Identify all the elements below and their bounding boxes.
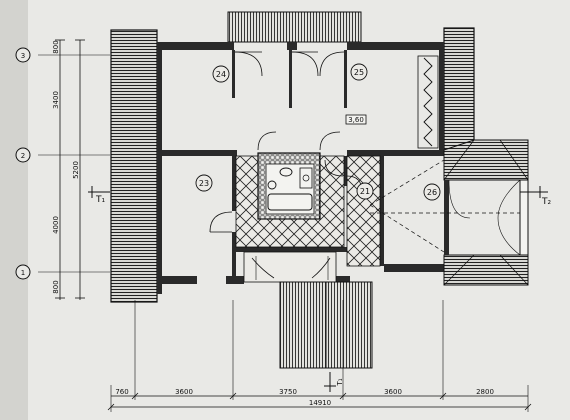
section-label-left: T₁ — [95, 195, 105, 205]
section-label-bottom: T₁ — [336, 378, 344, 386]
interior-walls — [157, 50, 384, 282]
grid-bubble-2: 2 — [15, 147, 31, 163]
section-label-right: T₂ — [541, 197, 551, 207]
grid-bubble-1: 1 — [15, 264, 31, 280]
svg-text:25: 25 — [354, 68, 364, 77]
room-label-26: 26 — [423, 183, 441, 201]
dashed-sightlines — [369, 159, 520, 253]
svg-text:21: 21 — [360, 187, 370, 196]
dim-label-800-bottom: 800 — [52, 280, 60, 293]
wardrobe-room-25 — [423, 57, 433, 147]
svg-text:23: 23 — [199, 179, 209, 188]
dim-label-800-top: 800 — [52, 40, 60, 53]
section-marker-bottom: T₁ — [324, 372, 344, 392]
height-mark: 3,60 — [345, 114, 367, 125]
svg-text:24: 24 — [216, 70, 226, 79]
room-21-floor-pattern — [346, 155, 381, 267]
bathtub — [267, 193, 313, 211]
stair-landing — [243, 251, 337, 283]
svg-text:26: 26 — [427, 188, 437, 197]
toilet — [267, 180, 277, 190]
dim-label-3600-right: 3600 — [384, 388, 402, 396]
dormer-room-26 — [443, 139, 529, 286]
height-mark-label: 3,60 — [348, 116, 364, 124]
dim-label-2800: 2800 — [476, 388, 494, 396]
room-label-24: 24 — [212, 65, 230, 83]
room-label-25: 25 — [350, 63, 368, 81]
dim-label-3600-left: 3600 — [175, 388, 193, 396]
room-label-23: 23 — [195, 174, 213, 192]
dim-label-5200: 5200 — [72, 161, 80, 179]
dim-label-3750: 3750 — [279, 388, 297, 396]
bathroom — [257, 152, 321, 220]
section-marker-right: T₂ — [520, 186, 551, 207]
wardrobe-frame — [417, 55, 439, 149]
right-hatched-wall — [443, 27, 475, 151]
dim-label-4000: 4000 — [52, 216, 60, 234]
left-dimension-chain — [38, 39, 110, 300]
top-balcony — [227, 11, 362, 43]
room-label-21: 21 — [356, 182, 374, 200]
door-room-24 — [234, 51, 263, 77]
grid-label-3: 3 — [21, 52, 25, 60]
door-room-23 — [209, 211, 233, 233]
grid-bubble-3: 3 — [15, 47, 31, 63]
door-room-25 — [291, 51, 345, 77]
bottom-dimension-chain — [107, 300, 532, 412]
dim-label-760: 760 — [115, 388, 128, 396]
dim-label-total: 14910 — [309, 399, 331, 407]
door-room-25-hall — [319, 131, 341, 151]
door-room-24-hall — [257, 131, 277, 151]
grid-label-2: 2 — [21, 152, 25, 160]
left-hatched-wall — [110, 29, 158, 303]
section-marker-left: T₁ — [88, 186, 110, 205]
grid-label-1: 1 — [21, 269, 25, 277]
dim-label-3400: 3400 — [52, 91, 60, 109]
washbasin — [279, 167, 293, 177]
